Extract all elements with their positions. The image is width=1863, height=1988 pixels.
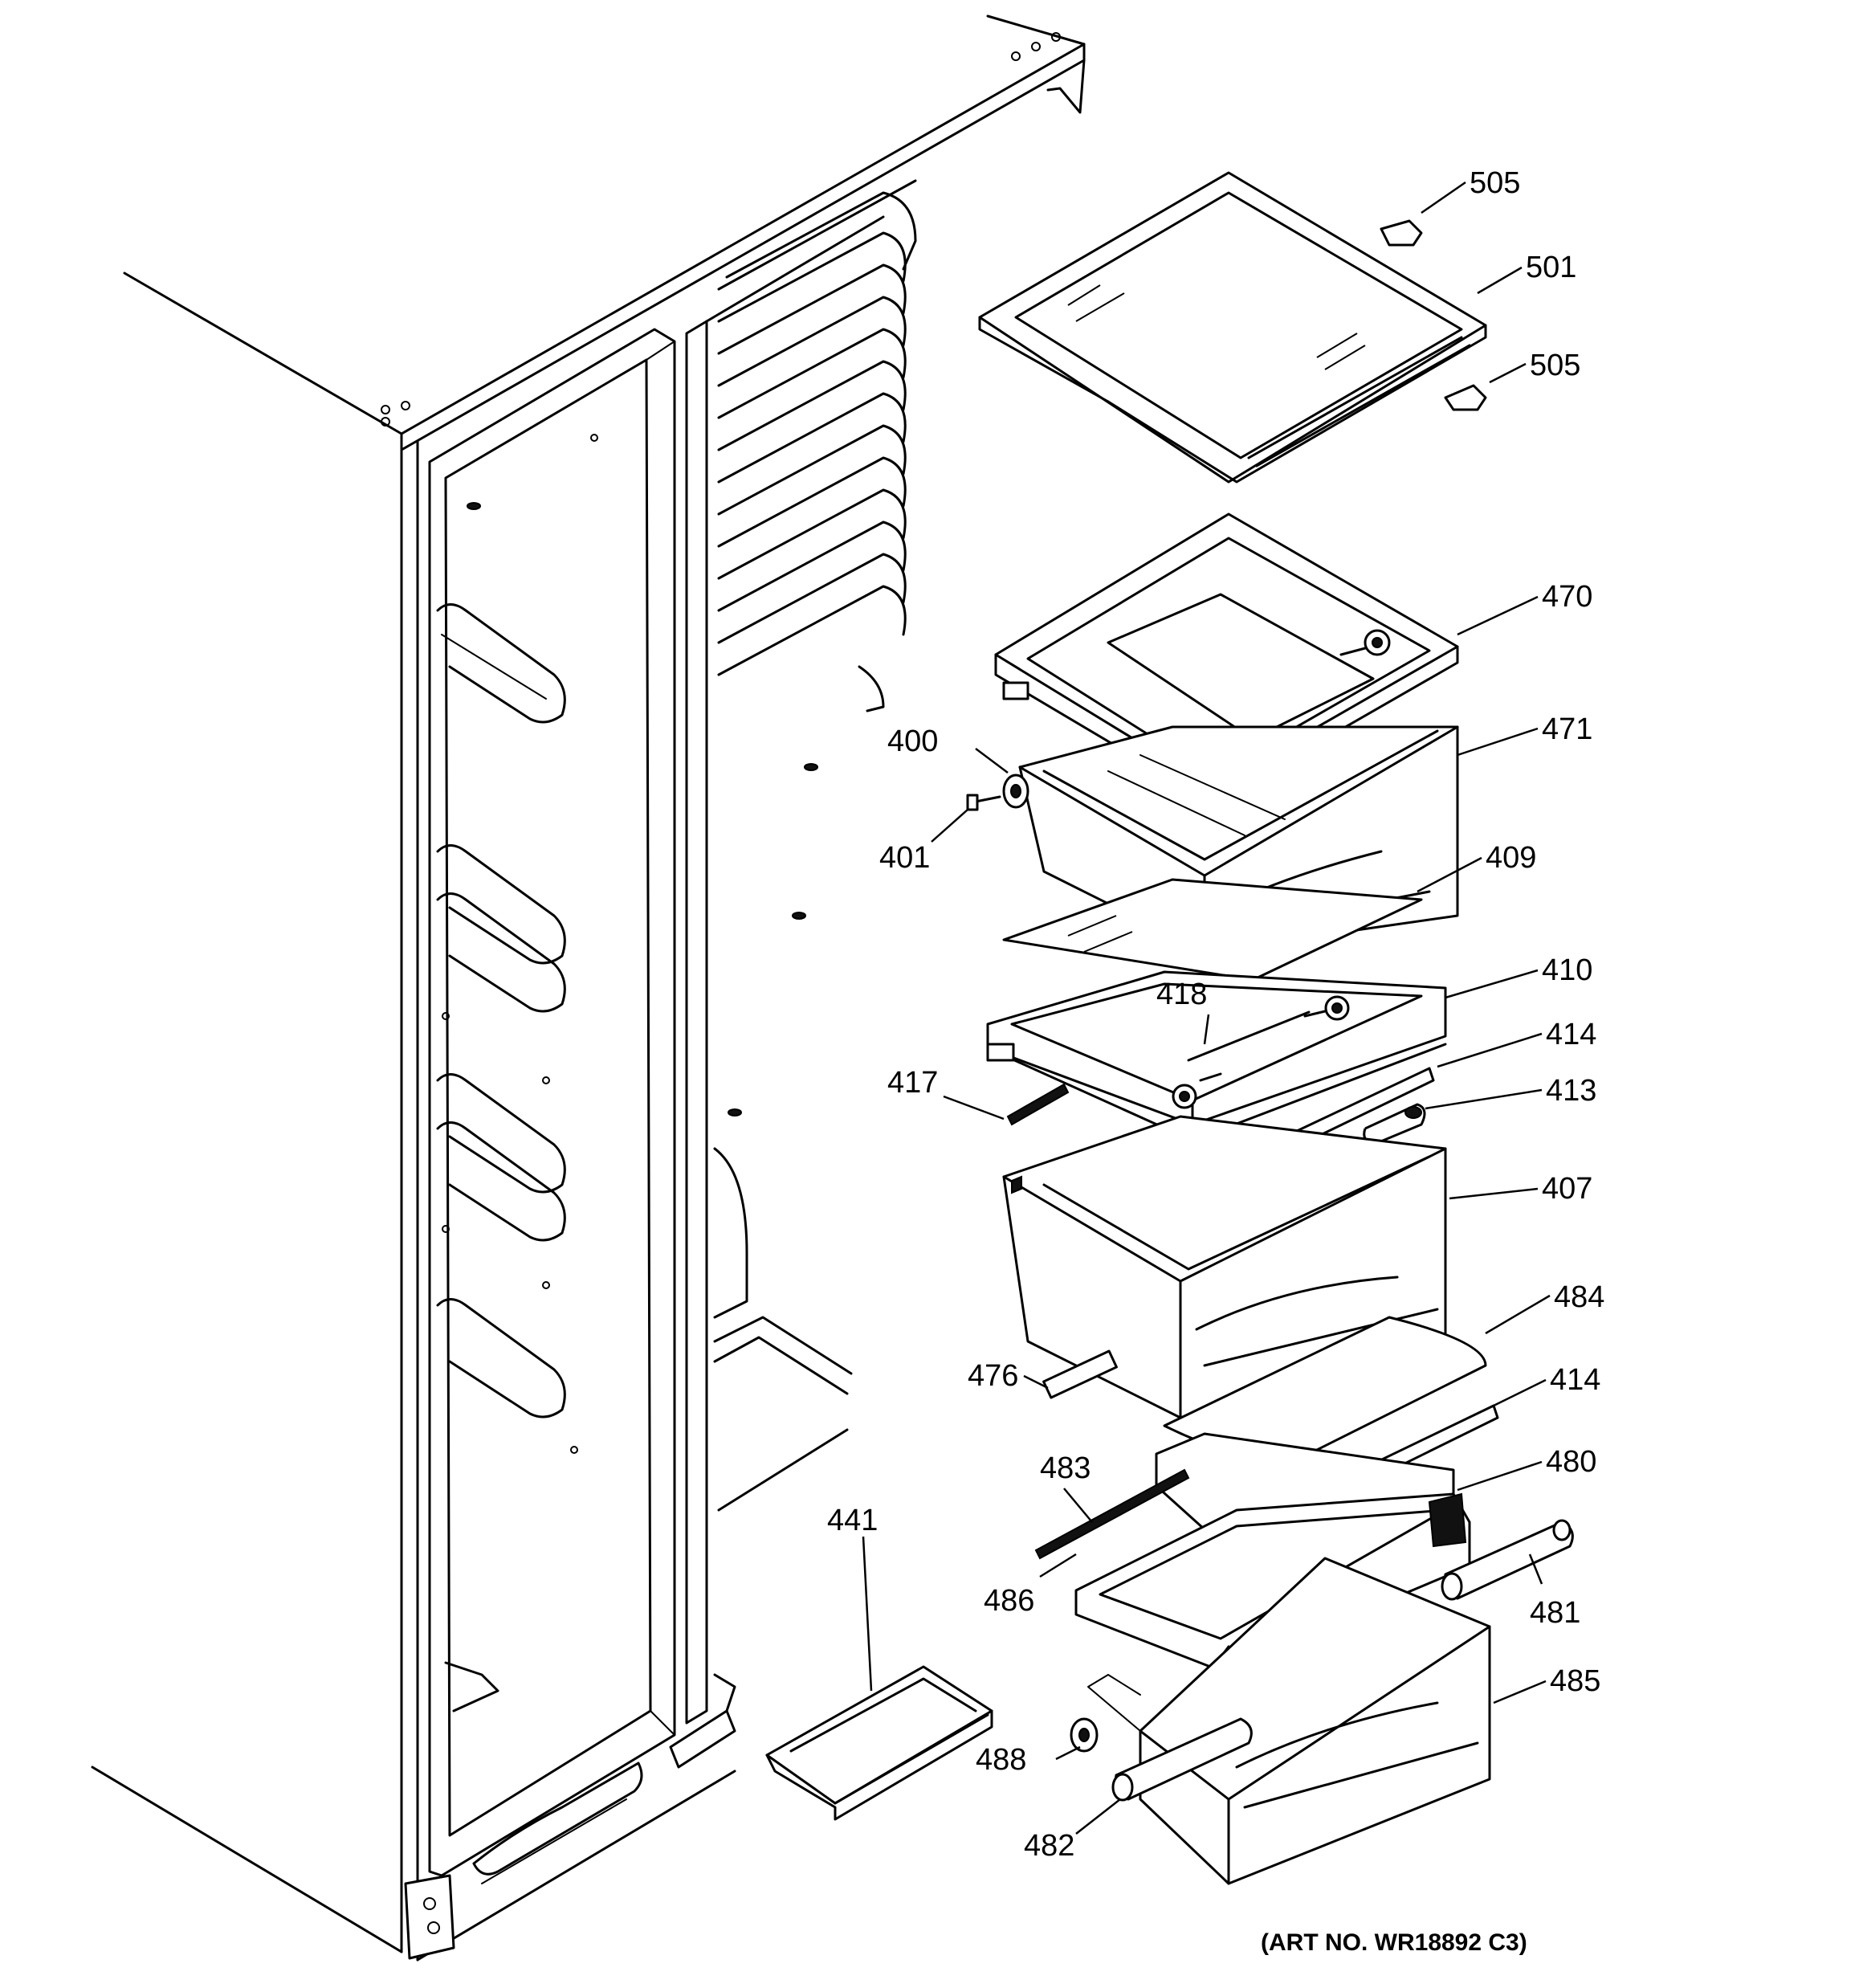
callout-505-top: 505 — [1470, 166, 1520, 200]
callout-488: 488 — [976, 1743, 1026, 1777]
fresh-food-shelf-rails — [717, 191, 917, 712]
roller-400-screw-401 — [966, 774, 1029, 811]
refrigerator-cabinet — [91, 14, 1086, 1961]
callout-414-top: 414 — [1546, 1018, 1596, 1051]
callout-484: 484 — [1554, 1280, 1604, 1314]
part-476 — [1042, 1349, 1118, 1399]
roller-481 — [1441, 1519, 1574, 1601]
callout-414-bottom: 414 — [1550, 1363, 1600, 1397]
callout-labels: 505 501 505 470 471 400 401 409 410 418 … — [827, 166, 1604, 1956]
callout-413: 413 — [1546, 1074, 1596, 1108]
callout-486: 486 — [984, 1584, 1034, 1618]
leader-lines — [862, 181, 1551, 1835]
callout-476: 476 — [968, 1359, 1018, 1393]
glass-panel-409 — [1002, 878, 1423, 982]
callout-505-bottom: 505 — [1530, 349, 1580, 382]
callout-400: 400 — [887, 725, 938, 758]
callout-481: 481 — [1530, 1596, 1580, 1630]
callout-485: 485 — [1550, 1664, 1600, 1698]
callout-483: 483 — [1040, 1451, 1090, 1485]
drawer-485 — [1087, 1557, 1491, 1885]
callout-471: 471 — [1542, 712, 1592, 746]
callout-441: 441 — [827, 1504, 878, 1537]
tray-frame-486 — [1074, 1492, 1471, 1704]
callout-470: 470 — [1542, 580, 1592, 614]
callout-401: 401 — [879, 841, 930, 875]
tray-441 — [765, 1665, 993, 1821]
art-number: (ART NO. WR18892 C3) — [1261, 1929, 1527, 1956]
shaft-482 — [1111, 1717, 1253, 1802]
callout-410: 410 — [1542, 953, 1592, 987]
shelf-clip-505-bottom — [1444, 384, 1487, 411]
callout-482: 482 — [1024, 1829, 1074, 1863]
rail-483 — [1034, 1468, 1190, 1560]
callout-417: 417 — [887, 1066, 938, 1100]
callout-501: 501 — [1526, 251, 1576, 284]
drawer-cover-470 — [994, 512, 1459, 805]
freezer-shelf-rails — [436, 603, 566, 1419]
callout-480: 480 — [1546, 1445, 1596, 1479]
glass-shelf-501 — [978, 171, 1487, 484]
callout-407: 407 — [1542, 1172, 1592, 1206]
shelf-clip-505-top — [1380, 219, 1423, 247]
callout-409: 409 — [1486, 841, 1536, 875]
callout-418: 418 — [1156, 978, 1207, 1011]
